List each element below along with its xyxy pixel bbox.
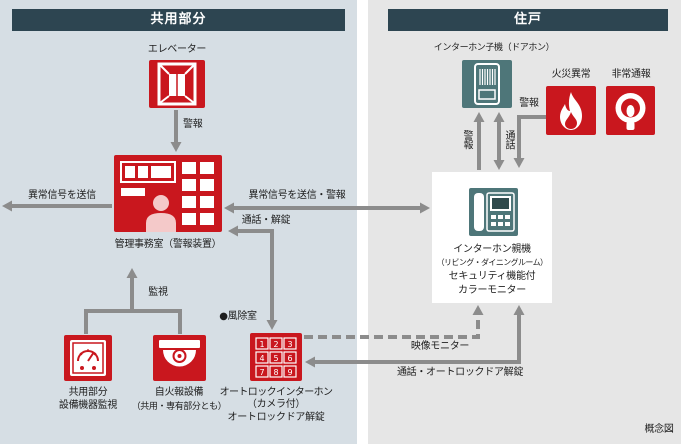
- keypad-key: 4: [259, 354, 264, 363]
- autolock-intercom-device: 1 2 3 4 5 6 7 8 9: [250, 333, 302, 381]
- fire-detector-label: 火災異常: [551, 69, 591, 80]
- main-unit-label-4: カラーモニター: [458, 285, 526, 296]
- alarm-console-icon: [120, 161, 214, 232]
- management-office-device: [114, 155, 222, 232]
- autolock-label-3: オートロックドア解錠: [227, 412, 325, 423]
- keypad-key: 9: [287, 368, 292, 377]
- smoke-detector-icon: [159, 340, 200, 367]
- fire-alarm-label: 警報: [519, 98, 539, 109]
- call-autolock-unlock-label: 通話・オートロックドア解錠: [396, 367, 524, 378]
- autolock-label-1: オートロックインターホン: [219, 387, 333, 398]
- fire-alarm-equipment-label-1: 自火報設備: [154, 387, 204, 398]
- keypad-key: 6: [287, 354, 292, 363]
- emergency-call-label: 非常通報: [611, 69, 651, 80]
- emergency-call-device: [606, 86, 655, 135]
- fire-detector-device: [546, 86, 596, 135]
- conceptual-diagram-note: 概念図: [644, 424, 674, 435]
- send-abnormal-signal-label: 異常信号を送信: [28, 190, 96, 201]
- common-area-header: 共用部分: [12, 9, 345, 31]
- elevator-label: エレベーター: [147, 44, 207, 55]
- door-phone-call-label: 通話: [503, 130, 514, 150]
- call-unlock-label: 通話・解錠: [241, 215, 291, 226]
- vestibule-label: ●風除室: [219, 311, 257, 322]
- door-phone-alarm-label: 警報: [461, 130, 472, 150]
- management-office-label: 管理事務室（警報装置）: [114, 239, 222, 250]
- send-signal-alarm-label: 異常信号を送信・警報: [248, 190, 346, 201]
- dwelling-header: 住戸: [388, 9, 668, 31]
- keypad-icon: 1 2 3 4 5 6 7 8 9: [255, 337, 297, 378]
- main-unit-label-1: インターホン親機: [453, 244, 531, 255]
- main-unit-label-2: （リビング・ダイニングルーム）: [436, 258, 548, 267]
- fire-alarm-equipment-device: [153, 335, 206, 381]
- facility-monitor-label-2: 設備機器監視: [58, 400, 118, 411]
- main-unit-label-3: セキュリティ機能付: [448, 271, 536, 282]
- arrow-main-unit-autolock: [305, 305, 525, 368]
- keypad-key: 7: [259, 368, 264, 377]
- elevator-device: [149, 60, 205, 108]
- facility-monitor-device: [64, 335, 112, 381]
- keypad-key: 3: [287, 340, 292, 349]
- keypad-key: 5: [273, 354, 278, 363]
- video-monitor-label: 映像モニター: [410, 341, 470, 352]
- emergency-button-icon: [615, 93, 646, 130]
- keypad-key: 1: [259, 340, 264, 349]
- monitoring-label: 監視: [148, 287, 168, 298]
- door-phone-label: インターホン子機（ドアホン）: [433, 43, 555, 53]
- facility-monitor-label-1: 共用部分: [68, 387, 108, 398]
- keypad-key: 8: [273, 368, 278, 377]
- elevator-icon: [157, 62, 197, 106]
- arrow-office-autolock: [228, 225, 278, 330]
- meter-gauge-icon: [70, 340, 106, 376]
- autolock-label-2: （カメラ付）: [246, 399, 306, 410]
- elevator-alarm-label: 警報: [183, 119, 203, 130]
- keypad-key: 2: [273, 340, 278, 349]
- arrow-autolock-video: [304, 305, 484, 339]
- arrow-fire-to-main-unit: [513, 115, 546, 168]
- main-unit-device: [469, 188, 518, 236]
- flame-icon: [560, 92, 582, 130]
- door-phone-device: [462, 60, 512, 108]
- door-phone-icon: [474, 63, 500, 105]
- intercom-monitor-icon: [474, 192, 515, 232]
- bracket-equipment-monitoring: [84, 309, 182, 334]
- fire-alarm-equipment-label-2: （共用・専有部分とも）: [131, 402, 227, 412]
